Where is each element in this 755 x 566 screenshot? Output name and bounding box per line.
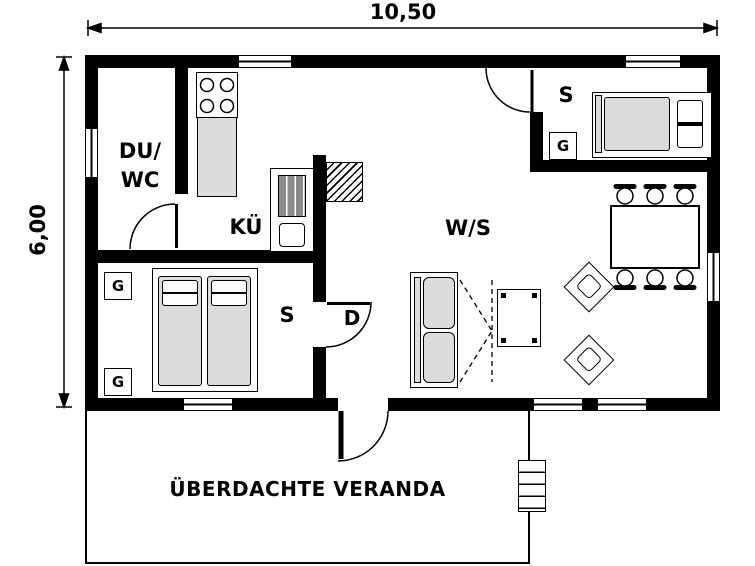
sofa-icon xyxy=(410,272,458,388)
wall-bedroom-separator xyxy=(98,250,326,263)
stove-icon xyxy=(196,72,238,118)
window-bottom-right xyxy=(597,398,647,411)
wardrobe-label: G xyxy=(556,137,570,155)
du-wc-line1: DU/ xyxy=(118,139,162,163)
room-label-bedroom-top: S xyxy=(558,83,574,107)
bed-headboard xyxy=(595,95,602,153)
room-label-kitchen: KÜ xyxy=(229,215,263,239)
dimension-height-label: 6,00 xyxy=(26,204,50,256)
table-leg xyxy=(532,338,537,343)
dining-table xyxy=(610,205,700,269)
door-bedroom-top-icon xyxy=(485,67,534,113)
table-leg xyxy=(501,338,506,343)
side-table-icon xyxy=(497,289,541,347)
room-label-living: W/S xyxy=(445,216,491,240)
double-bed-icon xyxy=(152,268,258,392)
armchair-icon-2 xyxy=(563,334,615,386)
wardrobe-box-3: G xyxy=(104,368,132,396)
room-label-du-wc: DU/ WC xyxy=(98,136,182,196)
wall-sroom-horizontal xyxy=(530,160,720,172)
dimension-height-line xyxy=(56,54,72,410)
wall-duwc xyxy=(175,68,188,194)
stairs-icon xyxy=(518,460,546,512)
wall-left xyxy=(85,55,98,411)
window-left xyxy=(85,128,98,178)
veranda-outline xyxy=(85,411,530,564)
du-wc-line2: WC xyxy=(120,168,160,192)
dimension-width-label: 10,50 xyxy=(369,0,437,24)
wall-living-lower xyxy=(313,347,326,411)
sink-cabinet-icon xyxy=(279,223,305,247)
window-right xyxy=(707,252,720,302)
bed-mattress xyxy=(604,97,670,151)
chimney-icon xyxy=(326,162,363,202)
chair-icon xyxy=(613,269,637,290)
wardrobe-label: G xyxy=(111,277,125,295)
sofa-foldout-dashed xyxy=(459,279,493,383)
room-label-bedroom-bottom: S xyxy=(279,303,295,327)
door-label: D xyxy=(343,306,361,330)
chair-icon xyxy=(673,269,697,290)
wall-living-upper xyxy=(313,155,326,302)
wardrobe-box-2: G xyxy=(104,272,132,300)
window-top-left xyxy=(238,55,292,68)
entrance-door-gap xyxy=(338,398,388,411)
armchair-icon-1 xyxy=(563,261,615,313)
bed-pillow xyxy=(211,280,247,306)
window-bottom-middle xyxy=(533,398,583,411)
sofa-cushion xyxy=(423,277,455,329)
sink-unit-icon xyxy=(270,168,314,252)
wardrobe-box-1: G xyxy=(549,132,577,160)
wall-sroom-vertical xyxy=(530,112,543,172)
bed-pillow xyxy=(162,280,198,306)
chair-icon xyxy=(673,184,697,205)
table-leg xyxy=(532,293,537,298)
chair-icon xyxy=(643,184,667,205)
window-bottom-left xyxy=(183,398,233,411)
kitchen-counter-icon xyxy=(197,117,237,197)
sofa-cushion xyxy=(423,332,455,383)
wardrobe-label: G xyxy=(111,373,125,391)
single-bed-icon xyxy=(592,92,712,158)
chair-icon xyxy=(613,184,637,205)
armchair-cushion xyxy=(575,345,603,373)
sofa-back xyxy=(414,277,421,383)
veranda-label: ÜBERDACHTE VERANDA xyxy=(169,477,446,501)
table-leg xyxy=(501,293,506,298)
door-duwc-icon xyxy=(129,203,178,250)
chair-icon xyxy=(643,269,667,290)
window-top-right xyxy=(625,55,681,68)
bed-pillow xyxy=(677,100,703,148)
sink-basin-icon xyxy=(278,175,306,217)
armchair-cushion xyxy=(575,272,603,300)
